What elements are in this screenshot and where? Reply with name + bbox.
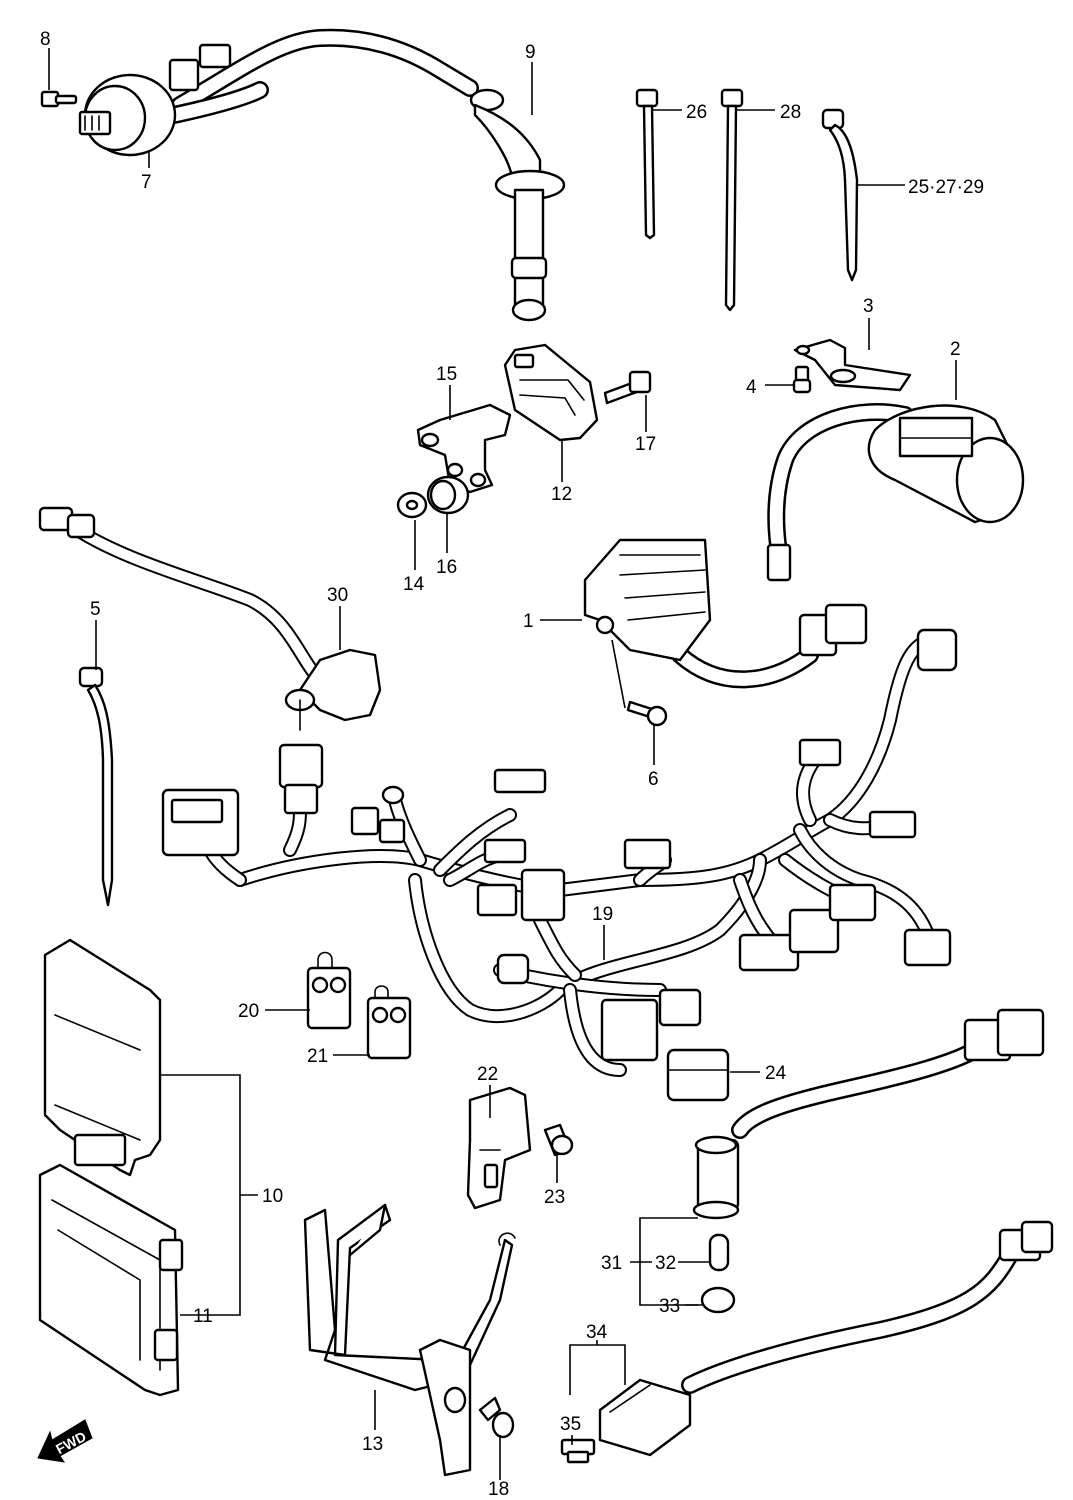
part-17-bolt (603, 370, 652, 405)
part-13-frame-bracket (303, 1203, 516, 1477)
callout-4: 4 (746, 377, 757, 398)
part-16-grommet (426, 475, 470, 515)
callout-6: 6 (648, 769, 659, 790)
part-8-screw (40, 90, 78, 108)
callout-8: 8 (40, 29, 51, 50)
callout-28: 28 (780, 102, 801, 123)
part-15-bracket (416, 403, 512, 494)
callout-15: 15 (436, 364, 457, 385)
part-11-ecm-holder (38, 1163, 184, 1397)
part-21-relay (366, 985, 412, 1060)
part-35-fuse (560, 1438, 596, 1464)
callout-30: 30 (327, 585, 348, 606)
part-5-cable-tie (78, 666, 114, 907)
callout-9: 9 (525, 42, 536, 63)
part-34-fuse-holder (598, 1220, 1054, 1457)
part-23-bolt (543, 1123, 574, 1157)
part-20-relay (306, 951, 352, 1030)
callout-18: 18 (488, 1479, 509, 1500)
part-18-bolt (478, 1396, 515, 1439)
callout-24: 24 (765, 1063, 787, 1084)
callout-22: 22 (477, 1064, 498, 1085)
callout-11: 11 (193, 1306, 213, 1327)
callout-16: 16 (436, 557, 457, 578)
callout-3: 3 (863, 296, 874, 317)
callout-33: 33 (659, 1296, 680, 1317)
callout-17: 17 (635, 434, 656, 455)
part-26-cable-tie (635, 88, 659, 240)
callout-23: 23 (544, 1187, 565, 1208)
callout-26: 26 (686, 102, 707, 123)
callout-1: 1 (523, 611, 534, 632)
callout-19: 19 (592, 904, 613, 925)
callout-2: 2 (950, 339, 961, 360)
callout-34: 34 (586, 1322, 608, 1343)
part-4-bolt (792, 365, 812, 394)
leader-lines (48, 48, 957, 1480)
part-19-wiring-harness (161, 628, 958, 1077)
part-1-regulator-rectifier (583, 538, 868, 689)
callout-10: 10 (262, 1186, 283, 1207)
callout-21: 21 (307, 1046, 328, 1067)
part-6-bolt (626, 700, 668, 727)
callout-labels: 8 7 9 26 28 25·27·29 3 2 4 15 12 17 14 1… (40, 29, 984, 1500)
part-7-ignition-switch (78, 28, 479, 157)
callout-7: 7 (141, 172, 152, 193)
part-30-sensor (38, 506, 382, 731)
part-3-bracket (793, 338, 912, 392)
part-14-washer (396, 491, 428, 519)
callout-25-27-29: 25·27·29 (908, 177, 984, 198)
callout-5: 5 (90, 599, 101, 620)
part-10-ecm (43, 938, 162, 1177)
fwd-arrow-icon: FWD (37, 1419, 93, 1463)
callout-14: 14 (403, 574, 425, 595)
part-33-grommet (700, 1286, 736, 1314)
part-25-27-29-cable-tie (821, 108, 859, 282)
callout-35: 35 (560, 1414, 581, 1435)
callout-20: 20 (238, 1001, 259, 1022)
part-12-ignition-coil (503, 343, 599, 442)
part-31-lamp-socket (692, 1008, 1045, 1220)
part-2-starter-relay (766, 403, 1025, 582)
part-22-bracket (466, 1086, 532, 1210)
part-24-cap (666, 1048, 730, 1102)
part-28-cable-tie (720, 88, 744, 312)
callout-13: 13 (362, 1434, 383, 1455)
part-9-plug-cap (469, 88, 566, 322)
callout-12: 12 (551, 484, 572, 505)
part-32-bulb (708, 1233, 730, 1272)
callout-31: 31 (601, 1253, 622, 1274)
callout-32: 32 (655, 1253, 676, 1274)
